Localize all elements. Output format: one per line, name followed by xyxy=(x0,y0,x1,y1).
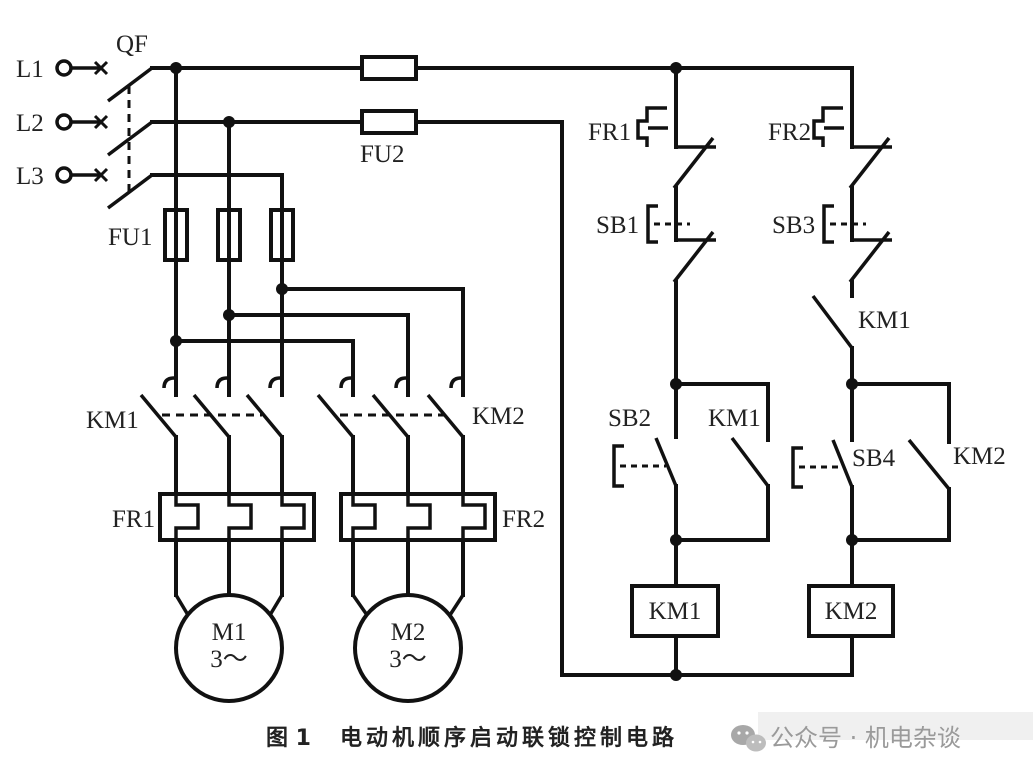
label-fr2-main: FR2 xyxy=(502,506,545,533)
label-l3: L3 xyxy=(16,163,44,190)
junction-dot xyxy=(670,669,682,681)
motor-icon xyxy=(353,593,463,703)
label-fr2-contact: FR2 xyxy=(768,119,811,146)
contactor-km1-main: KM1 xyxy=(86,376,284,439)
label-qf: QF xyxy=(116,31,148,58)
terminal-icon xyxy=(55,113,73,131)
phase-input-l1: L1 xyxy=(16,56,109,83)
bus-lines xyxy=(150,66,854,677)
motor-m2: M2 3～ xyxy=(351,593,465,703)
figure-caption: 图 1 电动机顺序启动联锁控制电路 xyxy=(266,725,678,751)
label-m1: M1 xyxy=(212,619,247,646)
label-km2-main: KM2 xyxy=(472,403,525,430)
junction-dot xyxy=(276,283,288,295)
wechat-icon xyxy=(731,725,766,752)
label-km2-hold: KM2 xyxy=(953,443,1006,470)
control-branch-1: FR1 SB1 SB2 KM1 KM1 xyxy=(588,106,770,677)
terminal-icon xyxy=(55,59,73,77)
fuse-fu1: FU1 xyxy=(108,66,295,397)
label-km1-hold: KM1 xyxy=(708,405,761,432)
breaker-x-icon xyxy=(93,167,109,183)
label-fr1-main: FR1 xyxy=(112,506,155,533)
label-km1-main: KM1 xyxy=(86,407,139,434)
label-sb4: SB4 xyxy=(852,445,896,472)
phase-input-l2: L2 xyxy=(16,110,109,137)
overload-fr1: FR1 xyxy=(112,492,316,542)
junction-dot xyxy=(670,534,682,546)
label-sb2: SB2 xyxy=(608,405,651,432)
label-sb1: SB1 xyxy=(596,212,639,239)
label-km1-interlock: KM1 xyxy=(858,307,911,334)
fuse-fu2: FU2 xyxy=(360,55,418,168)
control-branch-2: FR2 SB3 KM1 SB4 KM2 KM2 xyxy=(768,106,1006,677)
label-fr1-contact: FR1 xyxy=(588,119,631,146)
label-sb3: SB3 xyxy=(772,212,815,239)
junction-dot xyxy=(846,378,858,390)
junction-dot xyxy=(846,534,858,546)
label-l2: L2 xyxy=(16,110,44,137)
watermark: 公众号 · 机电杂谈 xyxy=(731,712,1033,752)
breaker-x-icon xyxy=(93,114,109,130)
junction-dot xyxy=(223,309,235,321)
breaker-x-icon xyxy=(93,60,109,76)
km2-feed-lines xyxy=(174,287,465,397)
terminal-icon xyxy=(55,166,73,184)
motor-icon xyxy=(174,593,284,703)
label-fu1: FU1 xyxy=(108,224,152,251)
label-km1-coil: KM1 xyxy=(649,598,702,625)
phase-input-l3: L3 xyxy=(16,163,109,190)
caption-title: 电动机顺序启动联锁控制电路 xyxy=(340,725,678,751)
watermark-text: 公众号 · 机电杂谈 xyxy=(770,724,961,752)
label-m1-type: 3～ xyxy=(210,646,248,673)
label-km2-coil: KM2 xyxy=(825,598,878,625)
label-l1: L1 xyxy=(16,56,44,83)
label-fu2: FU2 xyxy=(360,141,404,168)
junction-dot xyxy=(670,62,682,74)
junction-dot xyxy=(170,335,182,347)
label-m2: M2 xyxy=(391,619,426,646)
contactor-km2-main: KM2 xyxy=(316,376,525,439)
breaker-qf: QF xyxy=(106,31,154,210)
label-m2-type: 3～ xyxy=(389,646,427,673)
overload-fr2: FR2 xyxy=(339,492,545,542)
junction-dot xyxy=(670,378,682,390)
motor-m1: M1 3～ xyxy=(174,593,284,703)
caption-number: 图 1 xyxy=(266,726,311,751)
